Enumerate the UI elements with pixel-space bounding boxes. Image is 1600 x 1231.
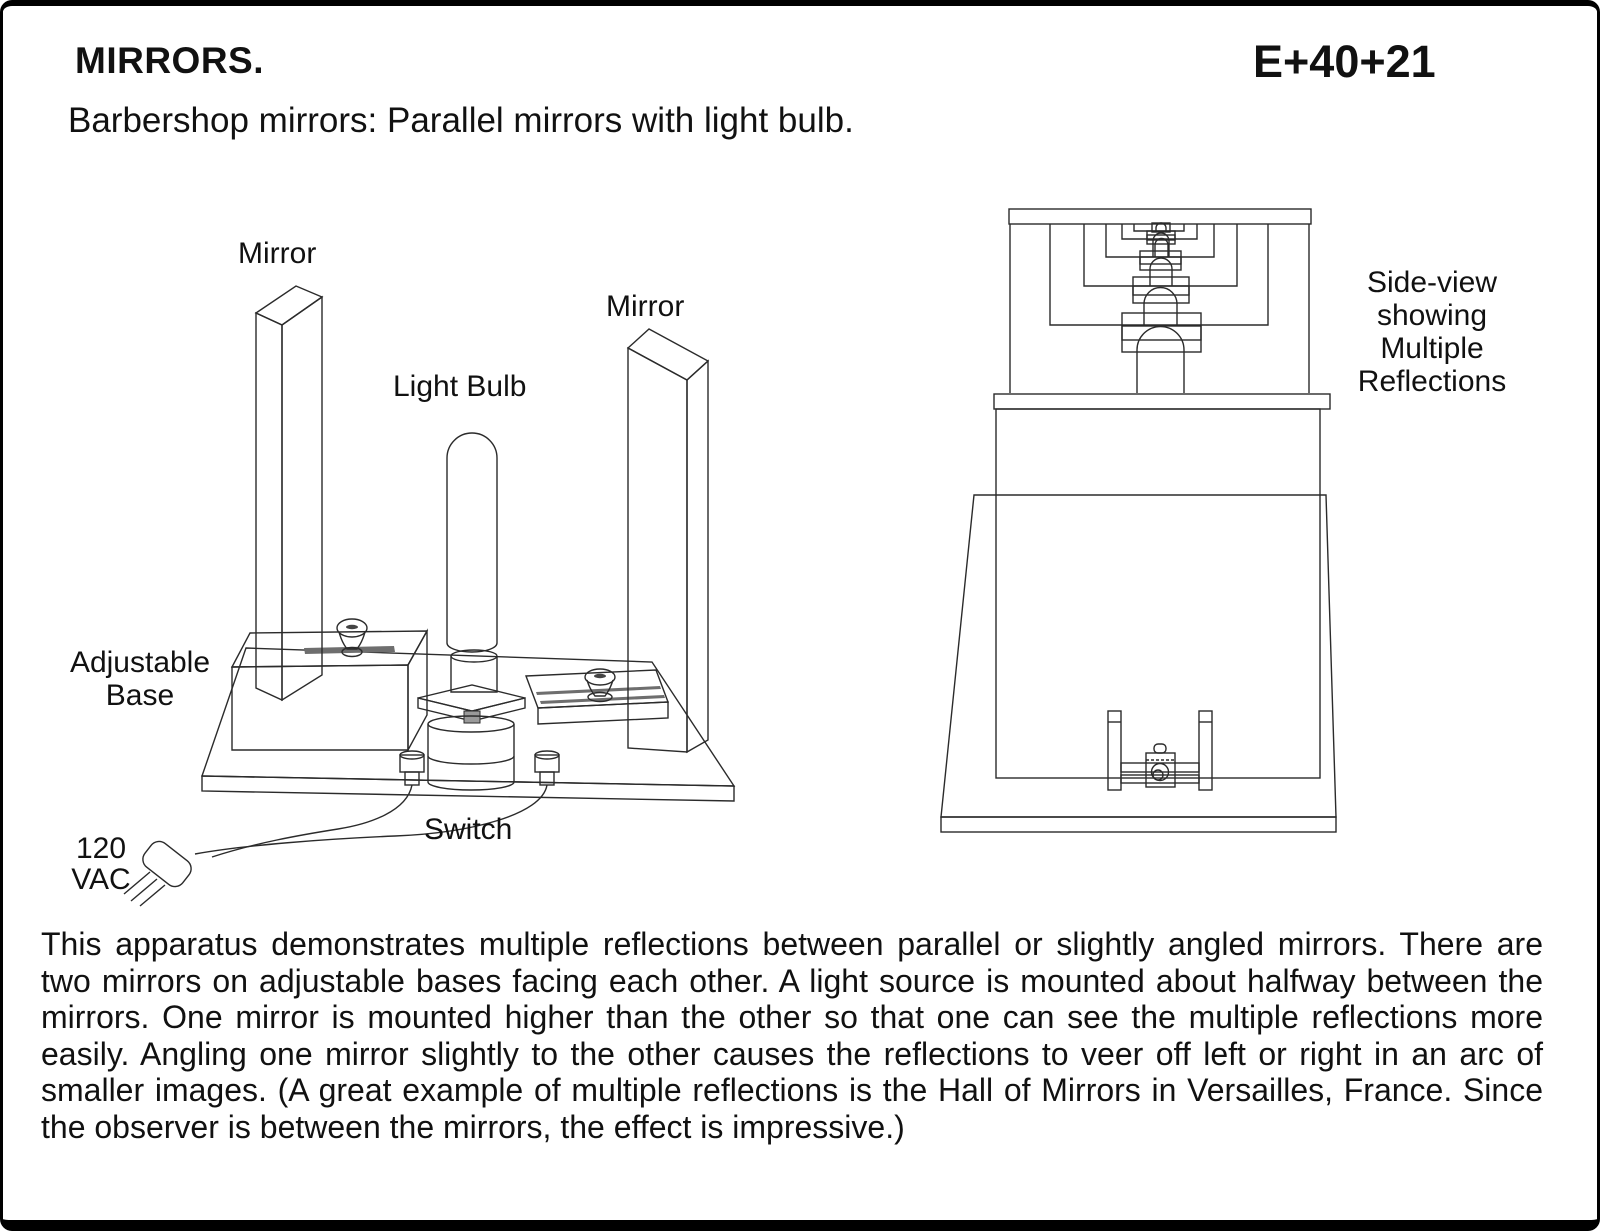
top-mirror-bar: [1008, 208, 1312, 225]
apparatus-diagram: [123, 285, 736, 907]
catalog-code: E+40+21: [1253, 36, 1436, 87]
adjustable-base-left: [230, 618, 429, 751]
thumbscrew-icon: [336, 618, 368, 658]
light-bulb: [446, 432, 498, 653]
reflection-boxes: [1009, 224, 1310, 393]
label-light-bulb: Light Bulb: [393, 370, 527, 403]
reflection-unit: [1121, 312, 1202, 393]
base-plate: [201, 647, 736, 802]
label-adjustable-base: Adjustable Base: [69, 646, 211, 712]
bulb-socket: [417, 649, 526, 791]
power-cord: [194, 784, 548, 858]
reflection-unit: [1139, 250, 1182, 286]
page-subtitle: Barbershop mirrors: Parallel mirrors wit…: [68, 101, 854, 140]
reflection-unit: [1132, 276, 1190, 325]
adjustable-base-right: [525, 668, 669, 725]
description-text: This apparatus demonstrates multiple ref…: [41, 926, 1543, 1145]
page-title: MIRRORS.: [75, 40, 264, 81]
left-mirror-panel: [254, 285, 324, 702]
reflection-unit: [1151, 222, 1171, 233]
switch-knob: [534, 750, 560, 786]
label-switch: Switch: [424, 813, 513, 846]
thumbscrew-icon: [584, 668, 616, 703]
base-stand: [940, 494, 1337, 833]
power-plug: [123, 840, 192, 907]
label-mirror-left: Mirror: [238, 237, 317, 270]
reflection-unit: [1146, 230, 1176, 257]
label-power: 120 VAC: [71, 832, 131, 896]
side-view-diagram: [940, 208, 1337, 833]
side-view-caption: Side-view showing Multiple Reflections: [1357, 266, 1507, 398]
mirror-panel-back: [993, 393, 1331, 779]
label-mirror-right: Mirror: [606, 290, 685, 323]
lamp-bracket: [1107, 710, 1213, 791]
right-mirror-panel: [626, 328, 710, 754]
